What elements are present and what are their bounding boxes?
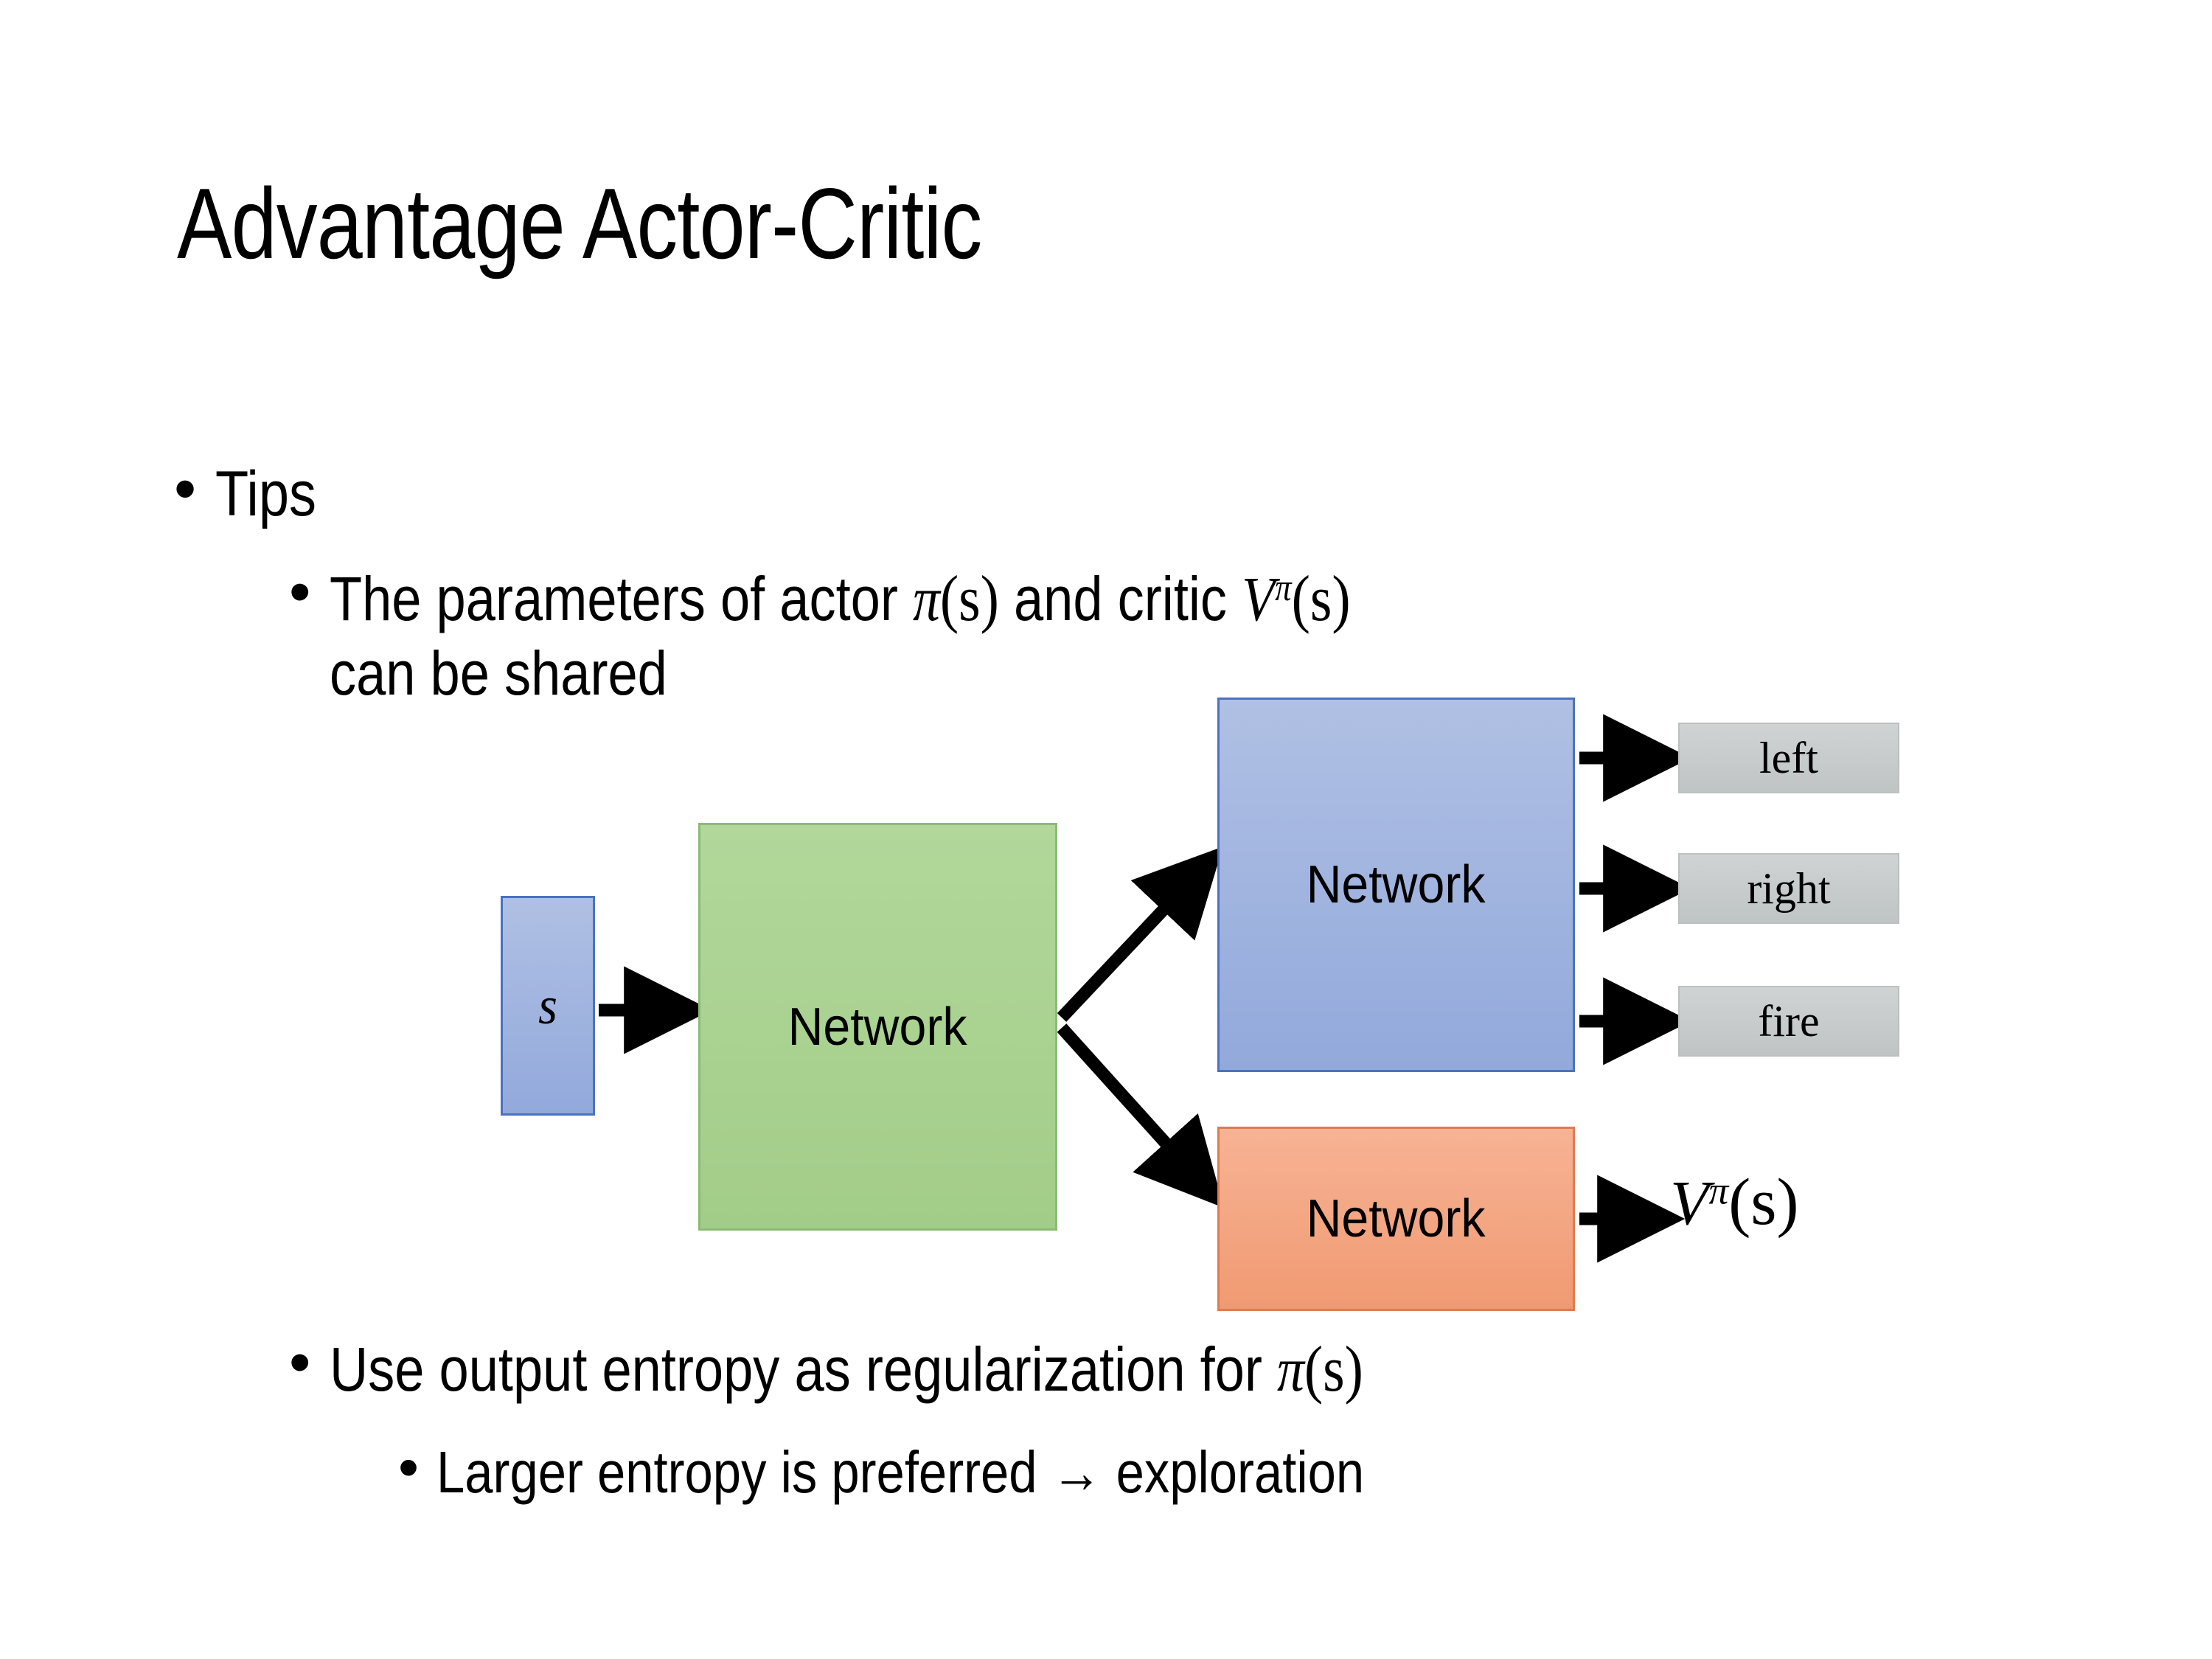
action-label: fire xyxy=(1758,996,1820,1046)
bullet-entropy-regularization: • Use output entropy as regularization f… xyxy=(289,1331,1531,1408)
actor-network-box: Network xyxy=(1217,698,1575,1072)
bullet-parameters-shared: • The parameters of actor π(s) and criti… xyxy=(289,560,1517,710)
bullet-entropy-prefix: Use output entropy as regularization for xyxy=(329,1335,1277,1404)
critic-value-arg: (s) xyxy=(1728,1165,1799,1239)
critic-value-superscript: π xyxy=(1708,1168,1729,1213)
entropy-pi-symbol: π xyxy=(1276,1335,1304,1405)
critic-network-label: Network xyxy=(1307,1189,1486,1248)
bullet-marker-icon: • xyxy=(174,453,197,524)
bullet-tips: • Tips xyxy=(174,457,333,532)
entropy-pi-arg: (s) xyxy=(1304,1333,1363,1405)
bullet-entropy-text: Use output entropy as regularization for… xyxy=(330,1331,1363,1408)
action-output-left: left xyxy=(1678,723,1899,793)
actor-network-label: Network xyxy=(1307,855,1486,914)
shared-network-label: Network xyxy=(788,997,967,1057)
action-output-right: right xyxy=(1678,853,1899,924)
bullet-marker-icon: • xyxy=(398,1434,420,1500)
critic-network-box: Network xyxy=(1217,1127,1575,1311)
arrow-shared-to-actor xyxy=(1057,846,1223,1022)
shared-network-box: Network xyxy=(698,823,1057,1231)
input-state-box: s xyxy=(501,896,595,1116)
bullet-larger-entropy: • Larger entropy is preferred → explorat… xyxy=(398,1438,1515,1507)
critic-v-arg: (s) xyxy=(1291,563,1351,635)
actor-pi-arg: (s) xyxy=(939,563,999,635)
bullet-larger-entropy-label: Larger entropy is preferred → exploratio… xyxy=(437,1439,1365,1505)
critic-value-symbol: V xyxy=(1670,1167,1709,1238)
page-title: Advantage Actor-Critic xyxy=(177,167,982,279)
critic-pi-superscript: π xyxy=(1274,566,1292,609)
action-output-fire: fire xyxy=(1678,986,1899,1057)
arrow-shared-to-critic xyxy=(1057,1023,1225,1208)
bullet-parameters-text: The parameters of actor π(s) and critic … xyxy=(330,560,1351,710)
input-state-label: s xyxy=(538,975,557,1035)
action-label: left xyxy=(1759,733,1818,782)
bullet-tips-label: Tips xyxy=(215,459,316,529)
bullet-parameters-second-line: can be shared xyxy=(329,639,667,709)
actor-pi-symbol: π xyxy=(912,564,940,634)
bullet-marker-icon: • xyxy=(289,557,311,626)
critic-value-output: Vπ(s) xyxy=(1670,1164,1799,1240)
bullet-parameters-middle: and critic xyxy=(998,564,1242,633)
bullet-parameters-prefix: The parameters of actor xyxy=(329,564,913,633)
action-label: right xyxy=(1747,863,1831,913)
bullet-marker-icon: • xyxy=(289,1327,311,1397)
critic-v-symbol: V xyxy=(1241,564,1275,634)
